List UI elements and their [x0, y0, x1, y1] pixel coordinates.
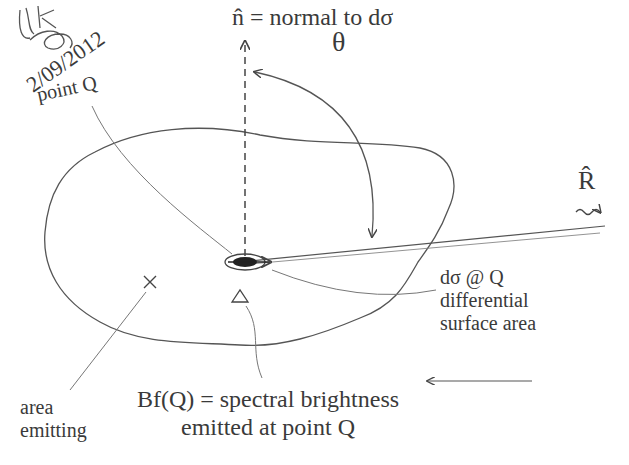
- area-arrow: [228, 261, 270, 263]
- leader-line: [92, 106, 232, 254]
- annotation-label: θ: [332, 26, 372, 58]
- annotation-label: area emitting: [20, 396, 104, 442]
- direction-arrow: [576, 210, 600, 215]
- annotation-label: n̂ = normal to dσ: [232, 4, 492, 32]
- leader-line: [70, 292, 146, 390]
- x-mark: [144, 276, 156, 288]
- annotation-label: R̂: [578, 166, 618, 196]
- leader-line: [246, 306, 262, 378]
- normal-vector: [244, 42, 246, 256]
- direction-line: [250, 226, 605, 261]
- triangle-mark: [232, 290, 248, 302]
- annotation-label: dσ @ Q differential surface area: [440, 266, 590, 335]
- angle-arc: [255, 72, 373, 236]
- direction-line: [250, 233, 600, 264]
- emitting-surface-outline: [45, 128, 454, 345]
- signature-scribble: [19, 6, 71, 49]
- annotation-label: Bf(Q) = spectral brightness emitted at p…: [98, 386, 438, 441]
- leader-line: [272, 270, 436, 295]
- pointer-arrow: [428, 380, 532, 381]
